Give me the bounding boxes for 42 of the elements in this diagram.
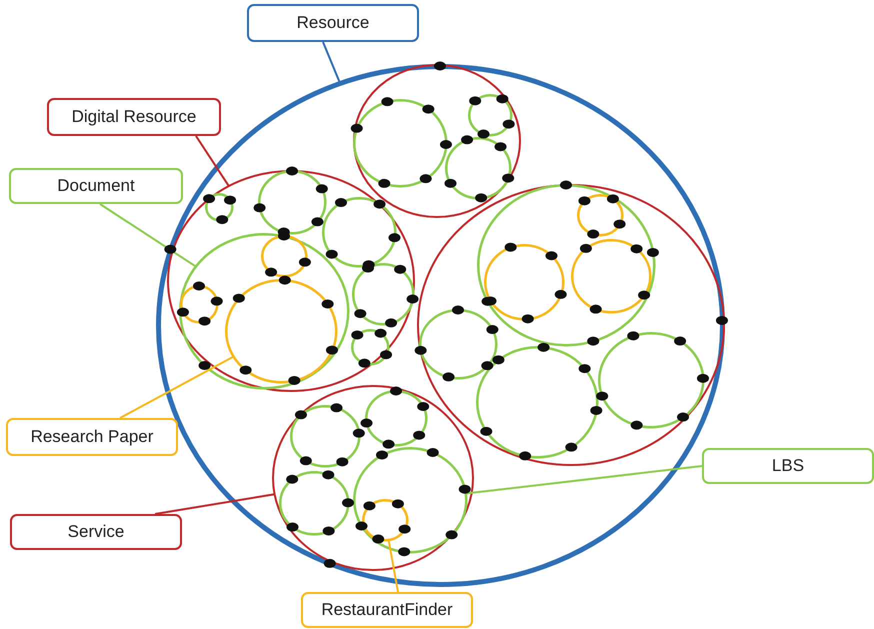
circle-outline	[570, 238, 652, 314]
circle-outline	[204, 192, 234, 222]
circle-outline	[278, 470, 350, 536]
circle-outline	[468, 94, 512, 136]
circle-outline	[364, 390, 428, 446]
circle-outline	[352, 98, 448, 188]
circle-outline	[260, 234, 308, 278]
leader-line	[195, 135, 230, 187]
circle-outline	[258, 170, 326, 234]
callout-label: LBS	[702, 448, 874, 484]
circle-outline	[350, 328, 390, 366]
circle-outline	[418, 308, 498, 380]
circle-outline	[180, 284, 218, 324]
leader-line	[465, 465, 702, 495]
circle-outline	[272, 385, 474, 571]
circle-outline	[417, 184, 725, 466]
leader-line	[120, 356, 234, 419]
circle-outline	[322, 196, 396, 268]
circle-outline	[444, 136, 512, 200]
leader-line	[154, 493, 275, 515]
callout-label: Document	[9, 168, 183, 204]
callout-label: Service	[10, 514, 182, 550]
callout-label: Digital Resource	[47, 98, 221, 136]
leader-line	[388, 540, 399, 592]
circle-outline	[290, 404, 360, 468]
leader-line	[322, 42, 341, 84]
circle-outline	[576, 194, 624, 236]
circle-outline	[353, 64, 521, 218]
circle-outline	[167, 170, 415, 392]
callout-label: Research Paper	[6, 418, 178, 456]
circle-outline	[476, 346, 598, 458]
circle-outline	[352, 446, 468, 554]
callout-label: Resource	[247, 4, 419, 42]
circle-outline	[352, 262, 414, 326]
circle-outline	[484, 244, 564, 320]
circle-outline	[224, 278, 338, 384]
circle-outline	[598, 332, 704, 428]
circle-outline	[178, 232, 350, 390]
callout-label: RestaurantFinder	[301, 592, 473, 628]
circle-outline	[362, 498, 408, 542]
circle-outline	[476, 184, 656, 346]
leader-line	[99, 203, 196, 268]
